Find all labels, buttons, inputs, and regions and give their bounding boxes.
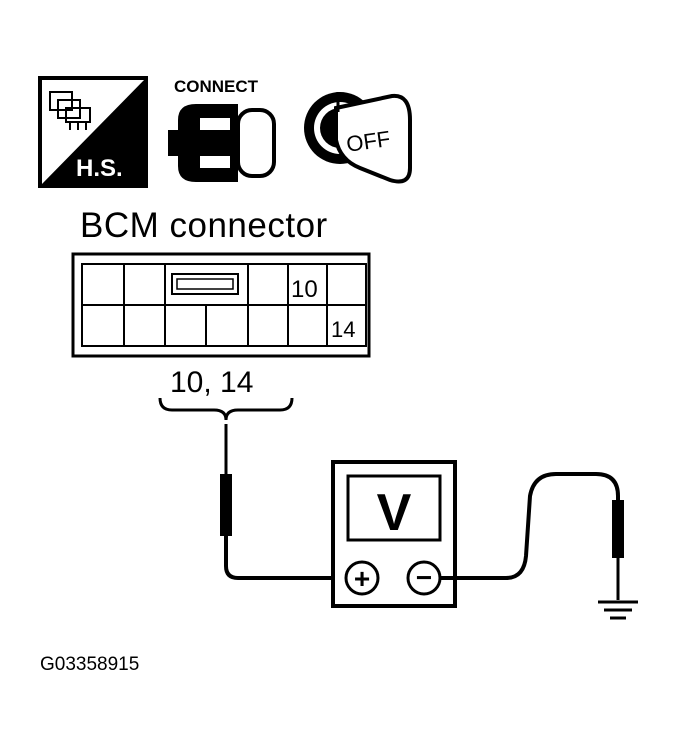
negative-probe [440,472,624,600]
pin-label-10: 10 [291,276,318,303]
pin-brace [158,397,294,421]
hs-label: H.S. [76,155,123,182]
hs-icon: H.S. [38,76,148,188]
connect-label: CONNECT [174,77,259,96]
positive-probe [220,424,344,580]
relay-symbol-icon [49,91,91,130]
off-label: OFF [345,126,392,157]
voltmeter: V + − [331,460,457,608]
ground-icon [598,600,638,620]
connector-title: BCM connector [80,206,328,245]
connect-icon: CONNECT [168,77,276,182]
negative-terminal-label: − [416,562,432,593]
voltmeter-symbol: V [377,484,412,542]
ignition-key-off-icon: OFF [304,92,412,184]
positive-terminal-label: + [354,563,370,594]
figure-code: G03358915 [40,654,140,675]
positive-terminal-icon [344,560,380,596]
probe-pins-label: 10, 14 [170,366,254,399]
pin-label-14: 14 [331,317,355,342]
bcm-connector: 10 14 [71,252,371,358]
